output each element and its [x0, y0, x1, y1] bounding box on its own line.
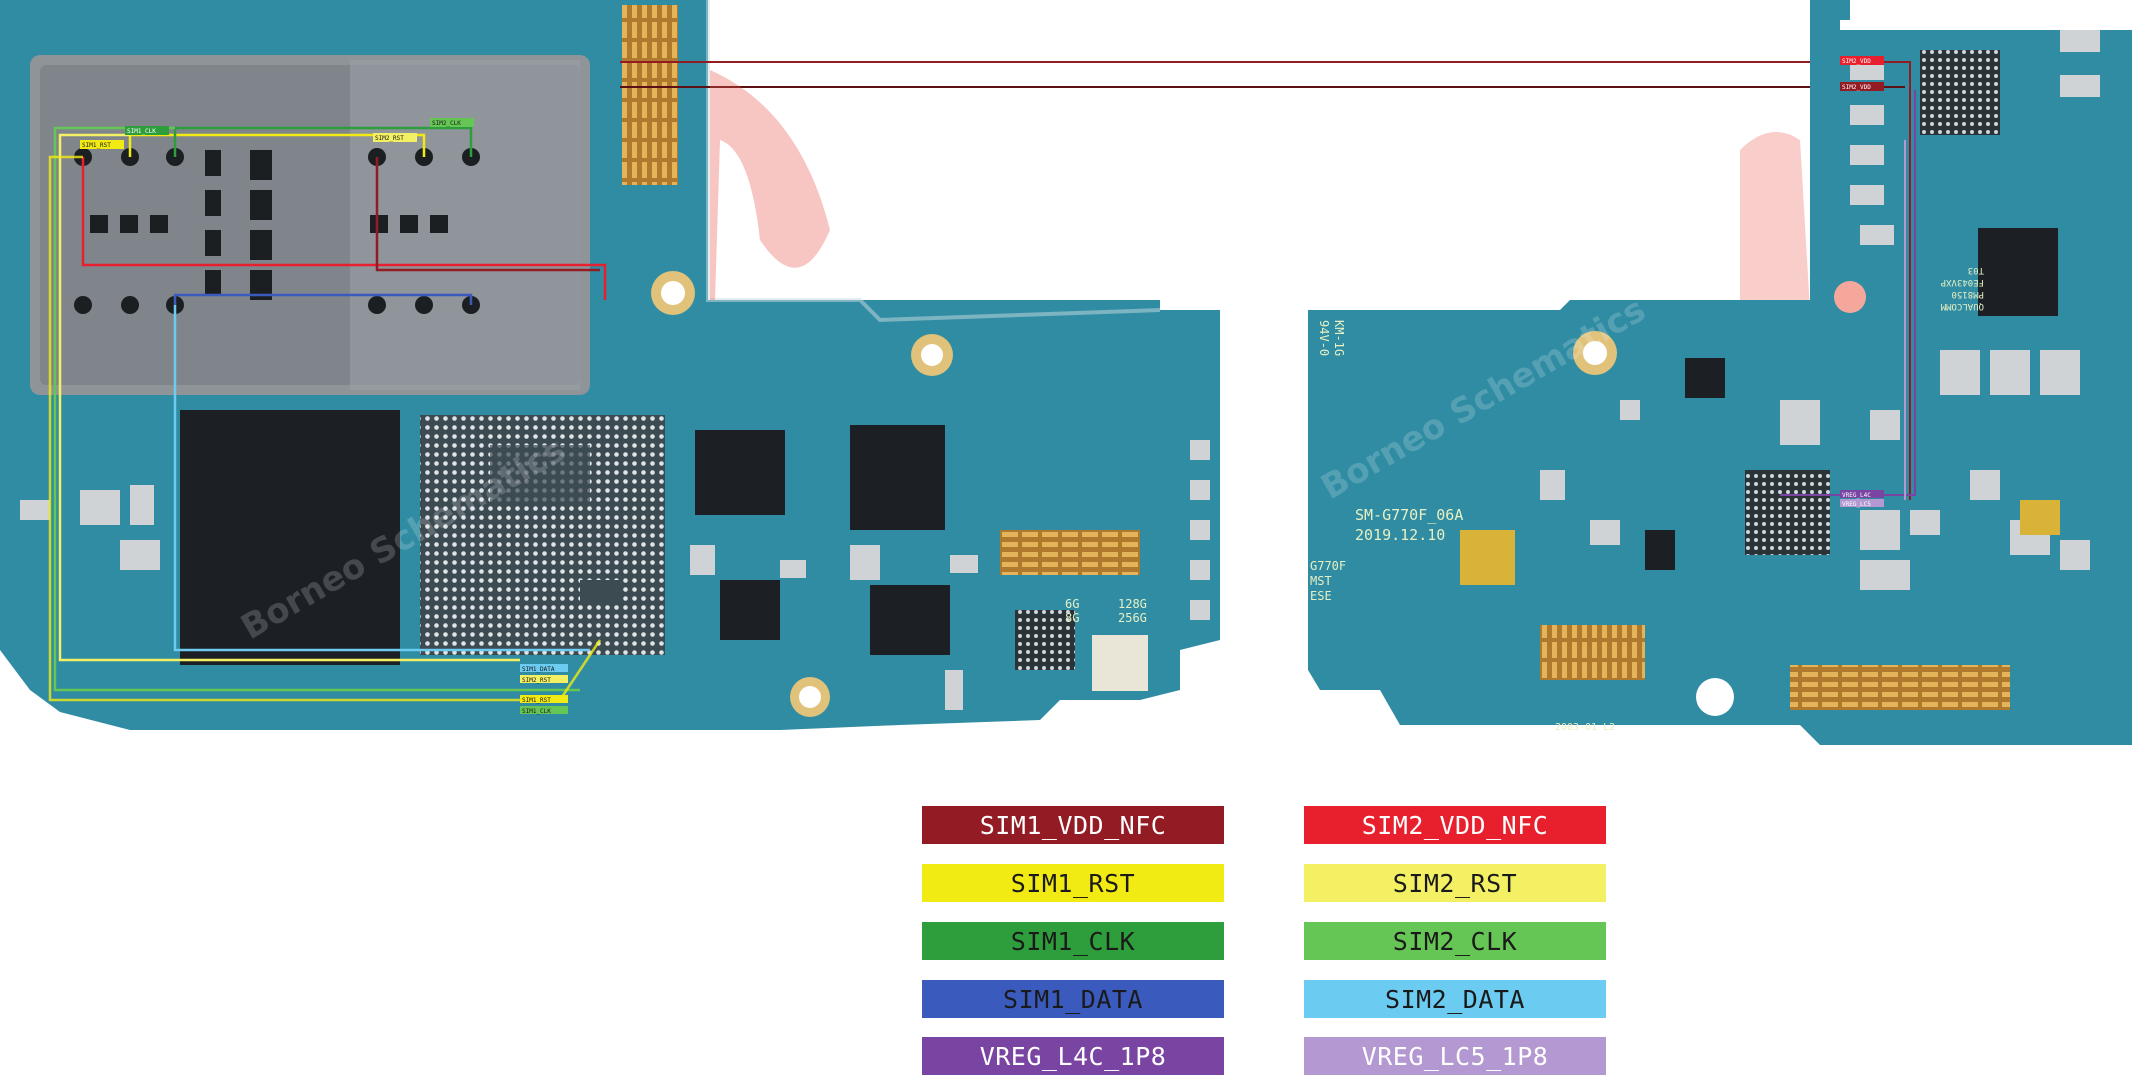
- left-board: 6G 8G 128G 256G Borneo Schematics: [0, 0, 1220, 730]
- pmic-mark-4: T03: [1968, 265, 1984, 275]
- signal-legend: SIM1_VDD_NFC SIM2_VDD_NFC SIM1_RST SIM2_…: [0, 800, 2132, 1090]
- variant-g770f: G770F: [1310, 559, 1346, 573]
- cert-km-1g: KM-1G: [1332, 320, 1346, 356]
- fpc-connector-left: [1000, 530, 1140, 575]
- model-label: SM-G770F_06A: [1355, 506, 1463, 524]
- board-to-board-connector: [622, 5, 678, 185]
- legend-sim2-clk: SIM2_CLK: [1304, 922, 1606, 960]
- trace-tag-sim2-vdd-second: SIM2_VDD: [1842, 84, 1871, 91]
- right-board: QUALCOMM PM8150 FE043VXP T03 SM-G770F_06…: [1308, 0, 2132, 745]
- legend-sim1-vdd-nfc: SIM1_VDD_NFC: [922, 806, 1224, 844]
- pmic-chip: [1978, 228, 2058, 316]
- pcb-code: 2003-01 L2: [1555, 722, 1615, 733]
- pcb-svg: 6G 8G 128G 256G Borneo Schematics SIM1_R…: [0, 0, 2132, 745]
- trace-tag-sim2-rst: SIM2_RST: [375, 135, 404, 142]
- memory-option-8g: 8G: [1065, 611, 1079, 625]
- fpc-connector-right: [1540, 625, 1645, 680]
- trace-tag-vreg-l4c: VREG_L4C: [1842, 492, 1871, 499]
- cert-94v-0: 94V-0: [1317, 320, 1331, 356]
- memory-option-128g: 128G: [1118, 597, 1147, 611]
- date-label: 2019.12.10: [1355, 526, 1445, 544]
- legend-sim2-vdd-nfc: SIM2_VDD_NFC: [1304, 806, 1606, 844]
- trace-tag-sim1-clk: SIM1_CLK: [127, 128, 156, 135]
- trace-tag-sim2-rst-lower: SIM2_RST: [522, 677, 551, 684]
- pmic-mark-2: PM8150: [1951, 289, 1984, 299]
- legend-vreg-lc5-1p8: VREG_LC5_1P8: [1304, 1037, 1606, 1075]
- pmic-mark-1: QUALCOMM: [1940, 301, 1984, 311]
- pmic-mark-3: FE043VXP: [1940, 277, 1984, 287]
- memory-option-256g: 256G: [1118, 611, 1147, 625]
- memory-option-6g: 6G: [1065, 597, 1079, 611]
- variant-ese: ESE: [1310, 589, 1332, 603]
- trace-tag-sim1-clk-lower: SIM1_CLK: [522, 708, 551, 715]
- trace-tag-sim1-rst: SIM1_RST: [82, 142, 111, 149]
- trace-tag-sim1-data: SIM1_DATA: [522, 666, 555, 673]
- legend-vreg-l4c-1p8: VREG_L4C_1P8: [922, 1037, 1224, 1075]
- trace-tag-vreg-lc5: VREG_LC5: [1842, 501, 1871, 508]
- legend-sim1-clk: SIM1_CLK: [922, 922, 1224, 960]
- sim-traces: [48, 126, 607, 702]
- trace-tag-sim1-rst-lower: SIM1_RST: [522, 697, 551, 704]
- legend-sim2-data: SIM2_DATA: [1304, 980, 1606, 1018]
- memory-chip: [180, 410, 400, 665]
- legend-sim1-data: SIM1_DATA: [922, 980, 1224, 1018]
- trace-tag-sim2-vdd-top: SIM2_VDD: [1842, 58, 1871, 65]
- board-diagram: 6G 8G 128G 256G Borneo Schematics SIM1_R…: [0, 0, 2132, 745]
- legend-sim2-rst: SIM2_RST: [1304, 864, 1606, 902]
- variant-mst: MST: [1310, 574, 1332, 588]
- trace-tag-sim2-clk: SIM2_CLK: [432, 120, 461, 127]
- legend-sim1-rst: SIM1_RST: [922, 864, 1224, 902]
